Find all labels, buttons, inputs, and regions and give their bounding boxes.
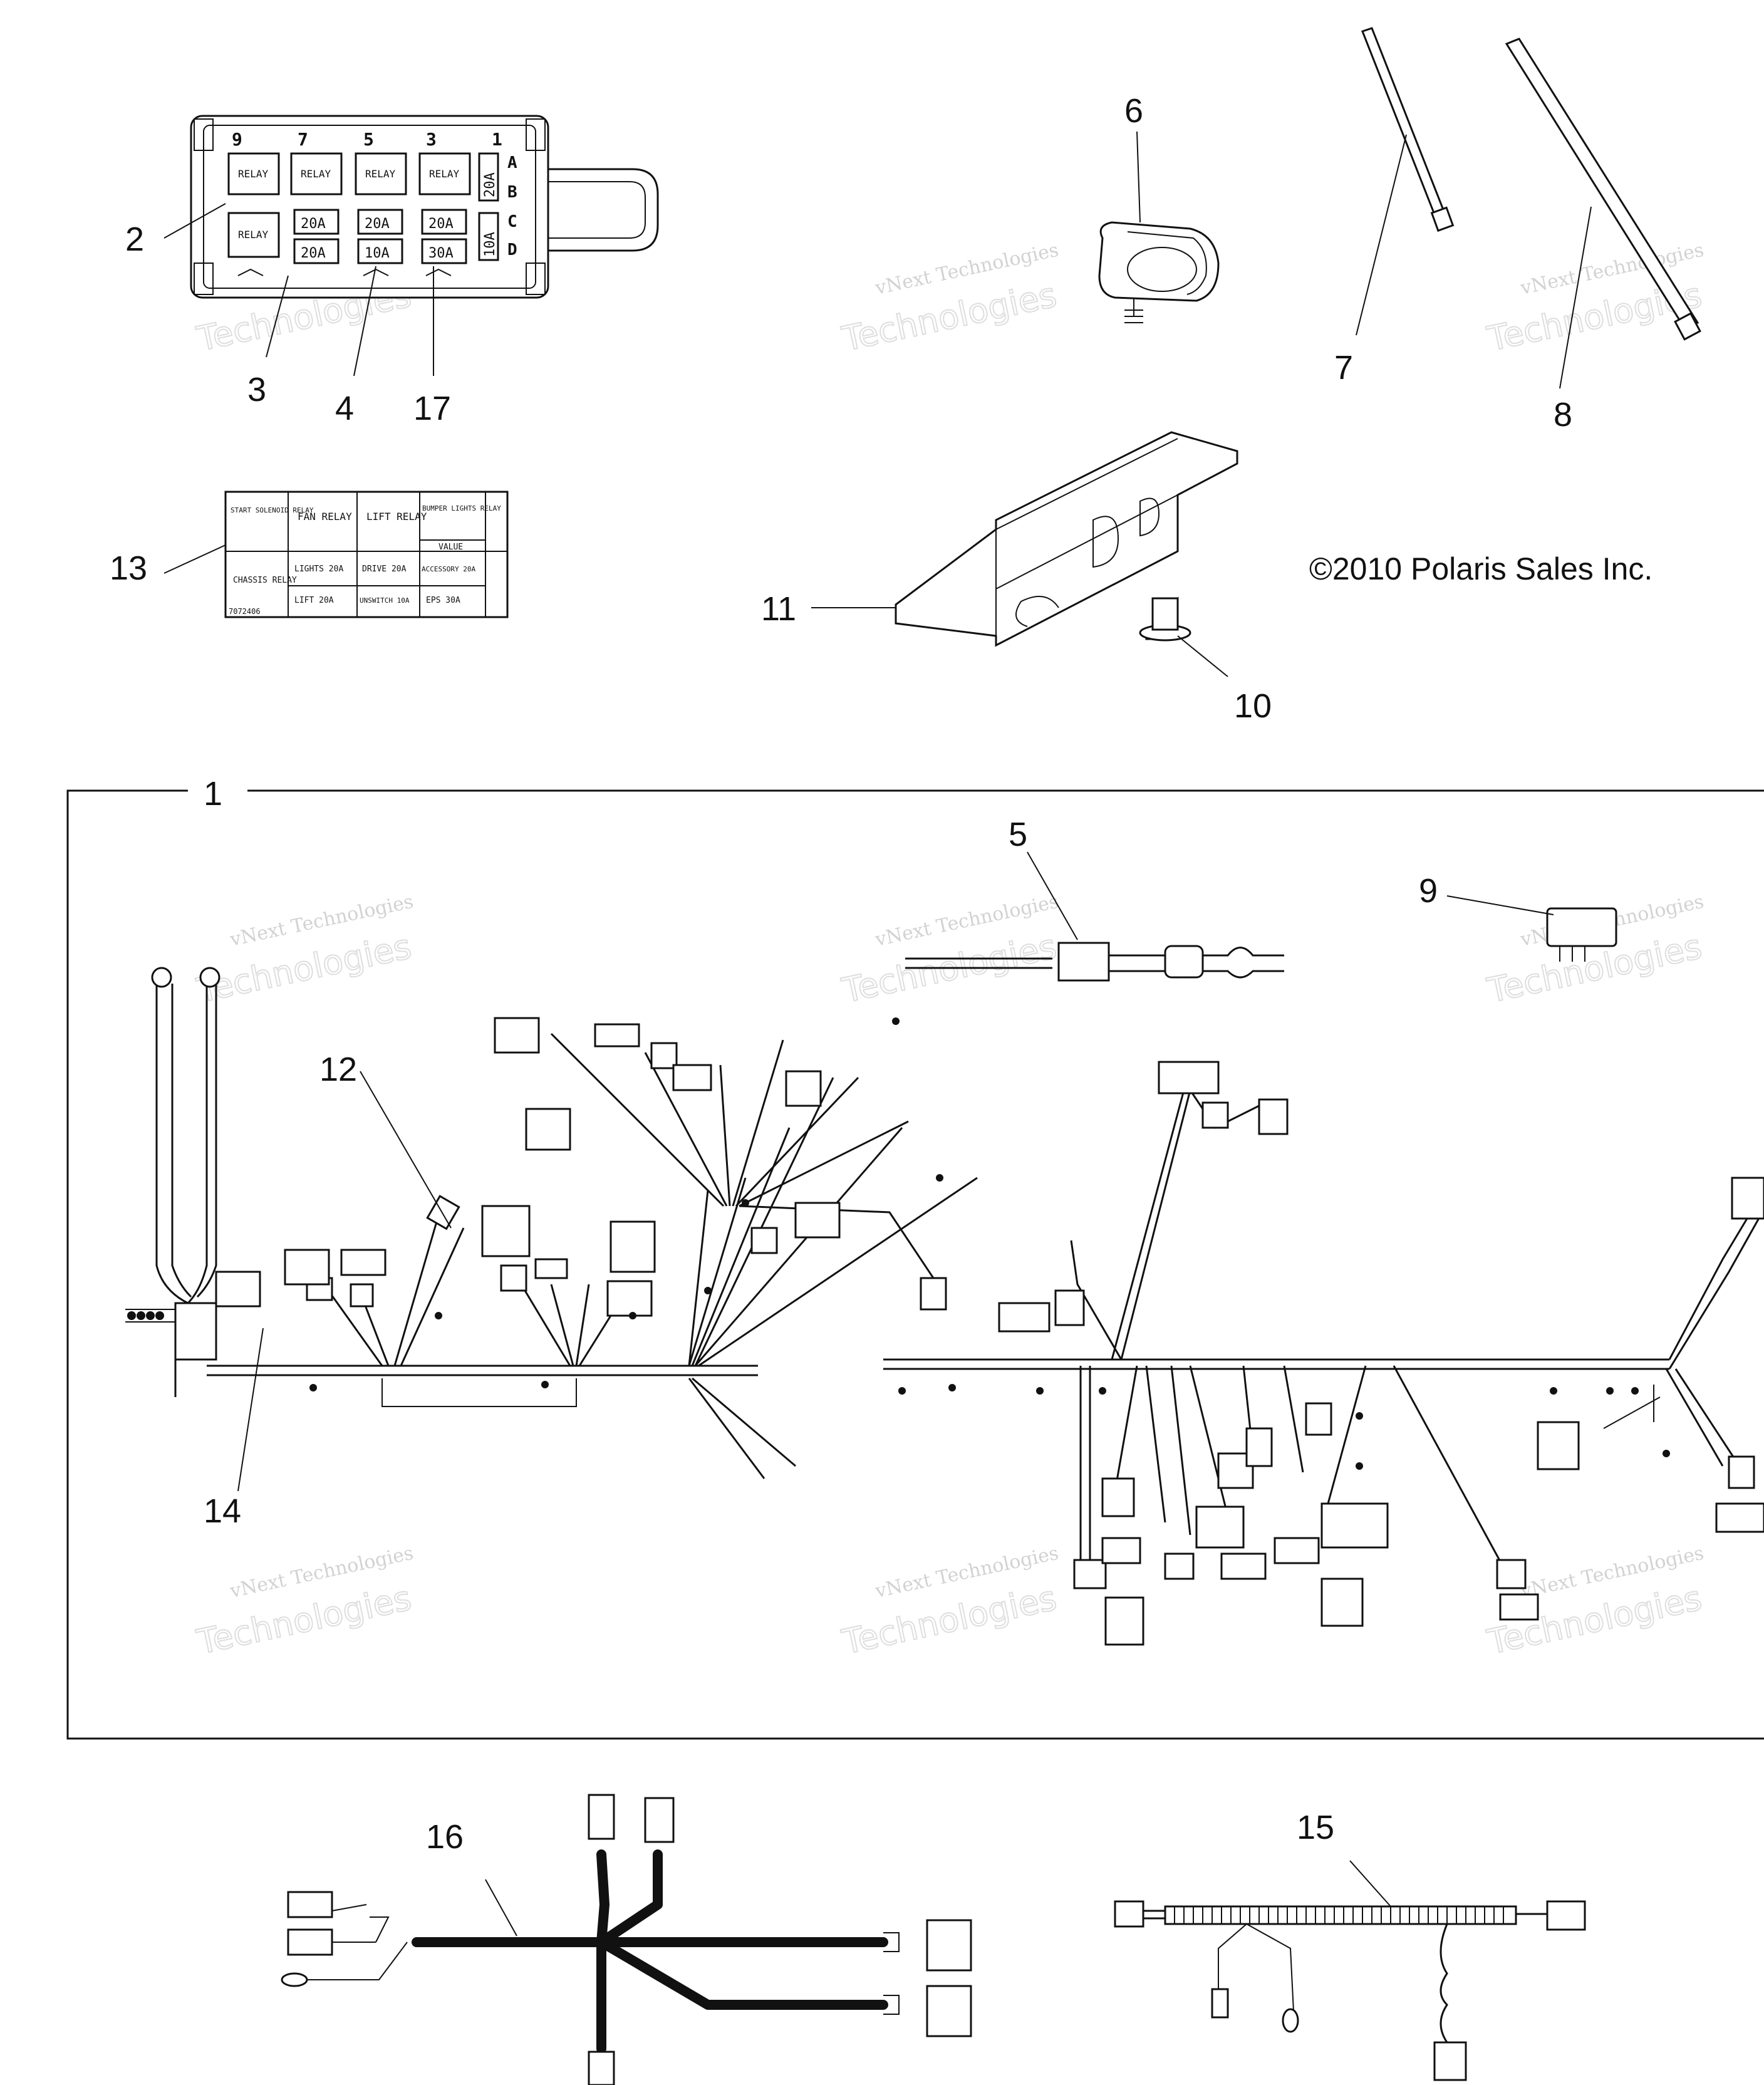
fuse-box-slot-number: 1 — [492, 129, 502, 150]
relay-label: RELAY — [238, 168, 269, 180]
relay-label: RELAY — [238, 229, 269, 241]
inline-fuse-part-5 — [905, 942, 1284, 982]
label-tables-right — [998, 1061, 1764, 1646]
fuse-label-cell: LIGHTS 20A — [294, 564, 343, 574]
callout-1: 1 — [204, 775, 222, 813]
callout-13: 13 — [110, 549, 147, 587]
fuse-label-decal: START SOLENOID RELAY FAN RELAY LIFT RELA… — [224, 491, 509, 618]
watermark-text-outline: Technologies — [839, 1578, 1060, 1662]
cable-tie-8 — [1505, 38, 1701, 341]
fuse-row-letter: A — [507, 153, 517, 172]
callout-5: 5 — [1009, 816, 1027, 853]
harness-right-section — [883, 1061, 1764, 1646]
harness-left-section — [125, 967, 978, 1479]
fuse-label-cell: BUMPER LIGHTS RELAY — [422, 504, 501, 512]
fuse-label-part-number: 7072406 — [229, 607, 261, 616]
watermark-group: vNext Technologies Technologies vNext Te… — [193, 239, 1706, 1663]
watermark-text-outline: Technologies — [839, 275, 1060, 359]
bracket-part-11 — [895, 431, 1238, 647]
callout-3: 3 — [247, 371, 266, 408]
callout-6: 6 — [1124, 92, 1143, 130]
callout-10: 10 — [1234, 687, 1272, 725]
callout-11: 11 — [761, 590, 796, 628]
fuse-row-letter: B — [507, 183, 517, 202]
fuse-label-cell: EPS 30A — [426, 596, 460, 605]
fuse-box-slot-number: 3 — [426, 129, 437, 150]
fuse-label-cell: LIFT 20A — [294, 596, 334, 605]
harness-frame — [66, 789, 1764, 1740]
callout-8: 8 — [1554, 396, 1572, 434]
fuse-rating: 20A — [365, 216, 390, 232]
fuse-label-cell: DRIVE 20A — [362, 564, 407, 574]
fuse-rating: 20A — [301, 246, 326, 261]
fuse-label-cell: UNSWITCH 10A — [360, 596, 410, 605]
fuse-rating: 30A — [428, 246, 454, 261]
callout-9: 9 — [1419, 872, 1438, 910]
relay-label: RELAY — [301, 168, 331, 180]
callout-17: 17 — [413, 390, 451, 427]
fuse-rating: 20A — [428, 216, 454, 232]
relay-label: RELAY — [429, 168, 460, 180]
fuse-row-letter: D — [507, 241, 517, 259]
callout-12: 12 — [319, 1051, 357, 1088]
watermark-text-outline: Technologies — [194, 1578, 415, 1662]
callout-4: 4 — [335, 390, 354, 427]
harness-part-16 — [281, 1794, 972, 2085]
fuse-label-cell: VALUE — [438, 543, 463, 552]
label-tables-left — [215, 1017, 841, 1317]
fuse-box: 9 7 5 3 1 RELAY RELAY RELAY RELAY RELAY … — [190, 115, 659, 299]
fuse-label-cell: LIFT RELAY — [366, 511, 427, 523]
fuse-label-cell: ACCESSORY 20A — [422, 565, 475, 573]
cable-tie-7 — [1361, 27, 1455, 232]
fuse-label-cell: START SOLENOID RELAY — [231, 506, 314, 514]
callout-2: 2 — [125, 221, 144, 258]
rivet-part-10 — [1139, 596, 1191, 642]
callout-15: 15 — [1297, 1809, 1334, 1846]
fuse-rating: 10A — [482, 232, 498, 257]
harness-part-15 — [1114, 1900, 1586, 2081]
module-part-9 — [1546, 907, 1617, 962]
connector-part-6 — [1098, 221, 1220, 323]
fuse-box-slot-number: 5 — [363, 129, 374, 150]
fuse-row-letter: C — [507, 212, 517, 231]
fuse-rating: 10A — [365, 246, 390, 261]
callout-14: 14 — [204, 1492, 241, 1530]
relay-label: RELAY — [365, 168, 396, 180]
fuse-label-cell: FAN RELAY — [298, 511, 352, 523]
copyright-notice: ©2010 Polaris Sales Inc. — [1309, 551, 1652, 586]
fuse-box-slot-number: 9 — [232, 129, 242, 150]
callout-16: 16 — [426, 1818, 464, 1856]
fuse-rating: 20A — [301, 216, 326, 232]
fuse-label-cell: CHASSIS RELAY — [233, 576, 297, 585]
fuse-rating: 20A — [482, 172, 498, 197]
watermark-text-outline: Technologies — [194, 927, 415, 1011]
callout-7: 7 — [1334, 349, 1353, 387]
fuse-box-slot-number: 7 — [298, 129, 308, 150]
